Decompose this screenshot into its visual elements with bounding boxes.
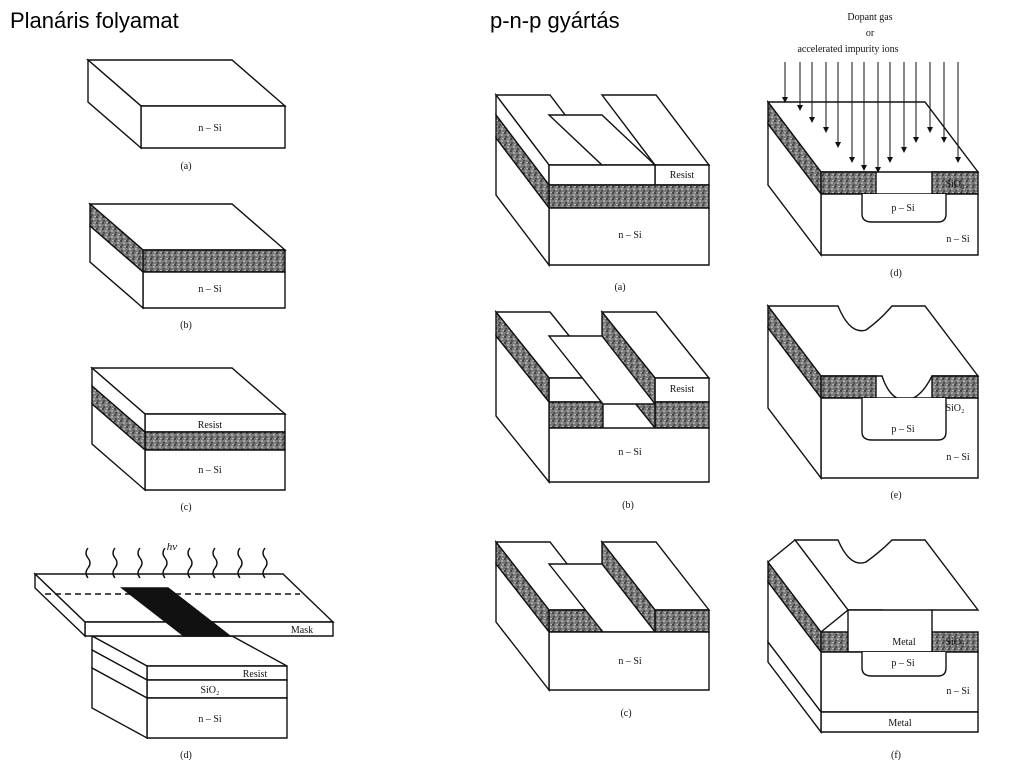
pnp-a-caption: (a) — [614, 282, 625, 293]
pnp-d-caption: (d) — [890, 268, 902, 279]
planar-b-caption: (b) — [180, 320, 192, 331]
planar-step-b: n – Si (b) — [88, 202, 287, 331]
pnp-step-f: Metal SiO₂ p – Si n – Si Metal (f) — [767, 538, 980, 761]
pnp-step-a: Resist n – Si (a) — [494, 92, 711, 293]
pnp-d-gas-line1: Dopant gas — [847, 12, 892, 23]
planar-d-resist-label: Resist — [243, 669, 268, 680]
pnp-e-caption: (e) — [890, 490, 901, 501]
planar-d-hv-label: hv — [167, 541, 178, 553]
pnp-f-nsi-label: n – Si — [946, 686, 970, 697]
pnp-a-nsi-label: n – Si — [618, 230, 642, 241]
pnp-f-sio2-label: SiO₂ — [945, 637, 964, 648]
planar-step-c: Resist n – Si (c) — [90, 366, 287, 513]
planar-c-caption: (c) — [180, 502, 191, 513]
pnp-b-resist-label: Resist — [670, 384, 695, 395]
planar-d-mask-label: Mask — [291, 625, 313, 636]
pnp-e-psi-label: p – Si — [891, 424, 915, 435]
pnp-f-metal-bottom-label: Metal — [888, 718, 912, 729]
pnp-step-e: SiO₂ p – Si n – Si (e) — [766, 303, 980, 501]
planar-b-nsi-label: n – Si — [198, 284, 222, 295]
left-title: Planáris folyamat — [10, 8, 179, 33]
planar-a-caption: (a) — [180, 161, 191, 172]
pnp-d-nsi-label: n – Si — [946, 234, 970, 245]
planar-d-sio2-label: SiO₂ — [200, 685, 219, 696]
planar-step-d: hv Mask Resist SiO₂ n – Si (d) — [33, 541, 335, 761]
pnp-step-d: Dopant gas or accelerated impurity ions — [766, 12, 980, 279]
planar-a-nsi-label: n – Si — [198, 123, 222, 134]
pnp-f-psi-label: p – Si — [891, 658, 915, 669]
pnp-e-nsi-label: n – Si — [946, 452, 970, 463]
pnp-d-gas-line2: or — [866, 28, 875, 39]
pnp-c-nsi-label: n – Si — [618, 656, 642, 667]
pnp-step-b: Resist n – Si (b) — [494, 310, 711, 511]
planar-c-nsi-label: n – Si — [198, 465, 222, 476]
pnp-b-caption: (b) — [622, 500, 634, 511]
planar-step-a: n – Si (a) — [86, 58, 287, 172]
pnp-d-psi-label: p – Si — [891, 203, 915, 214]
pnp-a-resist-label: Resist — [670, 170, 695, 181]
pnp-f-caption: (f) — [891, 750, 901, 761]
pnp-d-sio2-label: SiO₂ — [945, 179, 964, 190]
pnp-b-nsi-label: n – Si — [618, 447, 642, 458]
pnp-f-metal-top-label: Metal — [892, 637, 916, 648]
pnp-step-c: n – Si (c) — [494, 539, 711, 719]
planar-d-nsi-label: n – Si — [198, 714, 222, 725]
right-title: p-n-p gyártás — [490, 8, 620, 33]
pnp-c-caption: (c) — [620, 708, 631, 719]
pnp-e-sio2-label: SiO₂ — [945, 403, 964, 414]
planar-c-resist-label: Resist — [198, 420, 223, 431]
pnp-d-gas-line3: accelerated impurity ions — [797, 44, 898, 55]
planar-d-caption: (d) — [180, 750, 192, 761]
